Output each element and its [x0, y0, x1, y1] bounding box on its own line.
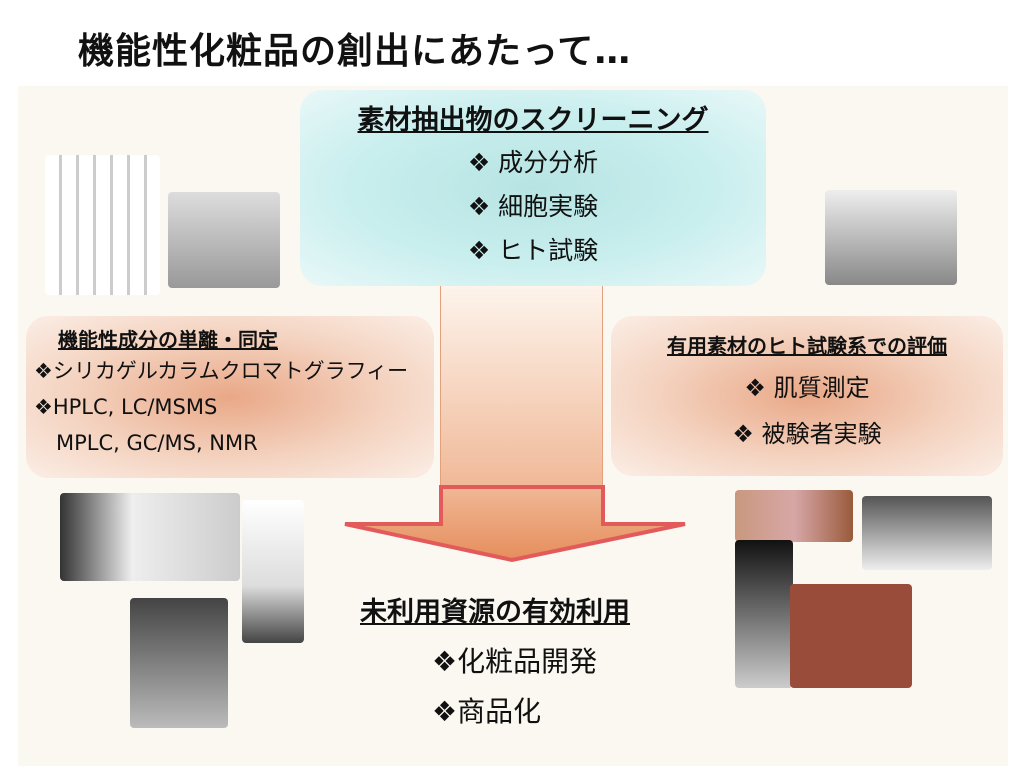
ms-instrument-image — [242, 500, 304, 643]
face-imaging-device-image — [735, 540, 793, 688]
face-photos-image — [790, 584, 912, 688]
utilization-heading: 未利用資源の有効利用 — [360, 597, 630, 628]
screening-box: 素材抽出物のスクリーニング ❖ 成分分析 ❖ 細胞実験 ❖ ヒト試験 — [300, 90, 766, 286]
screening-item: ❖ 成分分析 — [467, 148, 599, 177]
down-arrow-head — [344, 485, 686, 563]
screening-item: ❖ 細胞実験 — [467, 192, 599, 221]
skin-images — [735, 490, 853, 542]
utilization-item: ❖化粧品開発 — [432, 645, 598, 678]
measurement-device-image — [825, 190, 957, 285]
isolation-item: ❖HPLC, LC/MSMS — [34, 395, 218, 419]
flash-chromatography-image — [130, 598, 228, 728]
evaluation-box: 有用素材のヒト試験系での評価 ❖ 肌質測定 ❖ 被験者実験 — [611, 316, 1003, 476]
isolation-item: MPLC, GC/MS, NMR — [56, 431, 258, 455]
isolation-box: 機能性成分の単離・同定 ❖シリカゲルカラムクロマトグラフィー ❖HPLC, LC… — [26, 316, 434, 478]
utilization-section: 未利用資源の有効利用 ❖化粧品開発 ❖商品化 — [360, 590, 630, 737]
skin-probe-image — [862, 496, 992, 570]
slide-title: 機能性化粧品の創出にあたって… — [78, 31, 632, 72]
evaluation-item: ❖ 被験者実験 — [732, 420, 882, 448]
evaluation-heading: 有用素材のヒト試験系での評価 — [667, 334, 947, 358]
screening-item: ❖ ヒト試験 — [467, 236, 599, 265]
hplc-instrument-image — [60, 493, 240, 581]
screening-heading: 素材抽出物のスクリーニング — [357, 105, 709, 136]
evaluation-item: ❖ 肌質測定 — [744, 374, 870, 402]
gc-instrument-image — [168, 192, 280, 288]
isolation-item: ❖シリカゲルカラムクロマトグラフィー — [34, 359, 409, 383]
column-apparatus-image — [45, 155, 160, 295]
arrow-shaft — [440, 285, 603, 490]
isolation-heading: 機能性成分の単離・同定 — [58, 328, 278, 352]
utilization-item: ❖商品化 — [432, 695, 542, 728]
